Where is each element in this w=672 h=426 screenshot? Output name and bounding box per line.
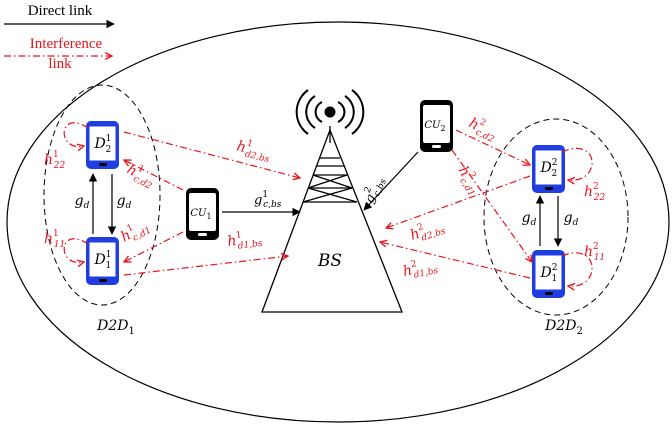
cu1-label: CU1 bbox=[190, 208, 211, 221]
d2d1-rx-to-bs-interference bbox=[123, 256, 288, 276]
legend: Direct link Interference link bbox=[4, 3, 115, 72]
legend-interference-label-line1: Interference bbox=[30, 36, 103, 52]
h-d1bs-2-label: h2d1,bs bbox=[401, 255, 439, 283]
d2d1-pair-label: D2D1 bbox=[96, 318, 135, 337]
d2d1-tx-to-bs-interference bbox=[123, 131, 300, 178]
direct-links bbox=[88, 151, 563, 247]
legend-direct-label: Direct link bbox=[28, 3, 93, 19]
base-station-tower bbox=[261, 126, 403, 313]
d2d2-pair-label: D2D2 bbox=[544, 318, 583, 337]
d2d2-tx-to-bs-interference bbox=[386, 175, 531, 228]
d2d2-self-loop-top bbox=[561, 147, 593, 180]
base-station-label: BS bbox=[317, 251, 342, 271]
d2d1-gain-label-2: gd bbox=[117, 193, 132, 211]
d2d1-self-loop-top bbox=[63, 122, 89, 147]
d2d1-transmitter-phone-icon bbox=[86, 121, 119, 169]
h-cd1-2-label: h2c,d1 bbox=[452, 163, 485, 199]
cu2-to-d2d2-rx-interference bbox=[451, 149, 532, 262]
h-cd2-1-label: h1c,d2 bbox=[123, 160, 159, 192]
interference-links bbox=[63, 122, 593, 286]
d2d2-receiver-phone-icon bbox=[532, 250, 565, 298]
d2d1-self-loop-bottom bbox=[63, 238, 89, 263]
g-c-bs-2-label: g2c,bs bbox=[359, 173, 389, 207]
cu2-phone-icon bbox=[420, 100, 453, 152]
d2d2-gain-label-2: gd bbox=[564, 210, 579, 228]
cu1-to-d2d1-tx-interference bbox=[124, 160, 184, 191]
h-cd2-2-label: h2c,d2 bbox=[465, 113, 501, 145]
d2d2-transmitter-phone-icon bbox=[532, 145, 565, 193]
cu2-bs-link bbox=[363, 151, 419, 211]
d2d1-gain-label: gd bbox=[75, 193, 90, 211]
h-cd1-1-label: h1c,d1 bbox=[117, 216, 153, 248]
d2d2-gain-label: gd bbox=[522, 210, 537, 228]
cu1-phone-icon bbox=[186, 188, 219, 240]
cu1-to-d2d1-rx-interference bbox=[124, 231, 184, 262]
d2d1-receiver-phone-icon bbox=[86, 237, 119, 285]
legend-interference-label-line2: link bbox=[48, 56, 72, 72]
d2d2-rx-to-bs-interference bbox=[380, 242, 531, 279]
antenna-signal-icon bbox=[295, 89, 365, 135]
cell-boundary bbox=[6, 21, 670, 423]
cu2-label: CU2 bbox=[424, 120, 445, 133]
h-d2bs-2-label: h2d2,bs bbox=[408, 216, 448, 247]
cu2-to-d2d2-tx-interference bbox=[455, 129, 530, 165]
h-d1bs-1-label: h1d1,bs bbox=[226, 228, 263, 253]
d2d2-self-loop-bottom bbox=[561, 252, 593, 286]
h-d2bs-1-label: h1d2,bs bbox=[234, 136, 273, 165]
d2d2-cluster-boundary bbox=[483, 118, 629, 316]
d2d1-cluster-boundary bbox=[43, 84, 161, 306]
